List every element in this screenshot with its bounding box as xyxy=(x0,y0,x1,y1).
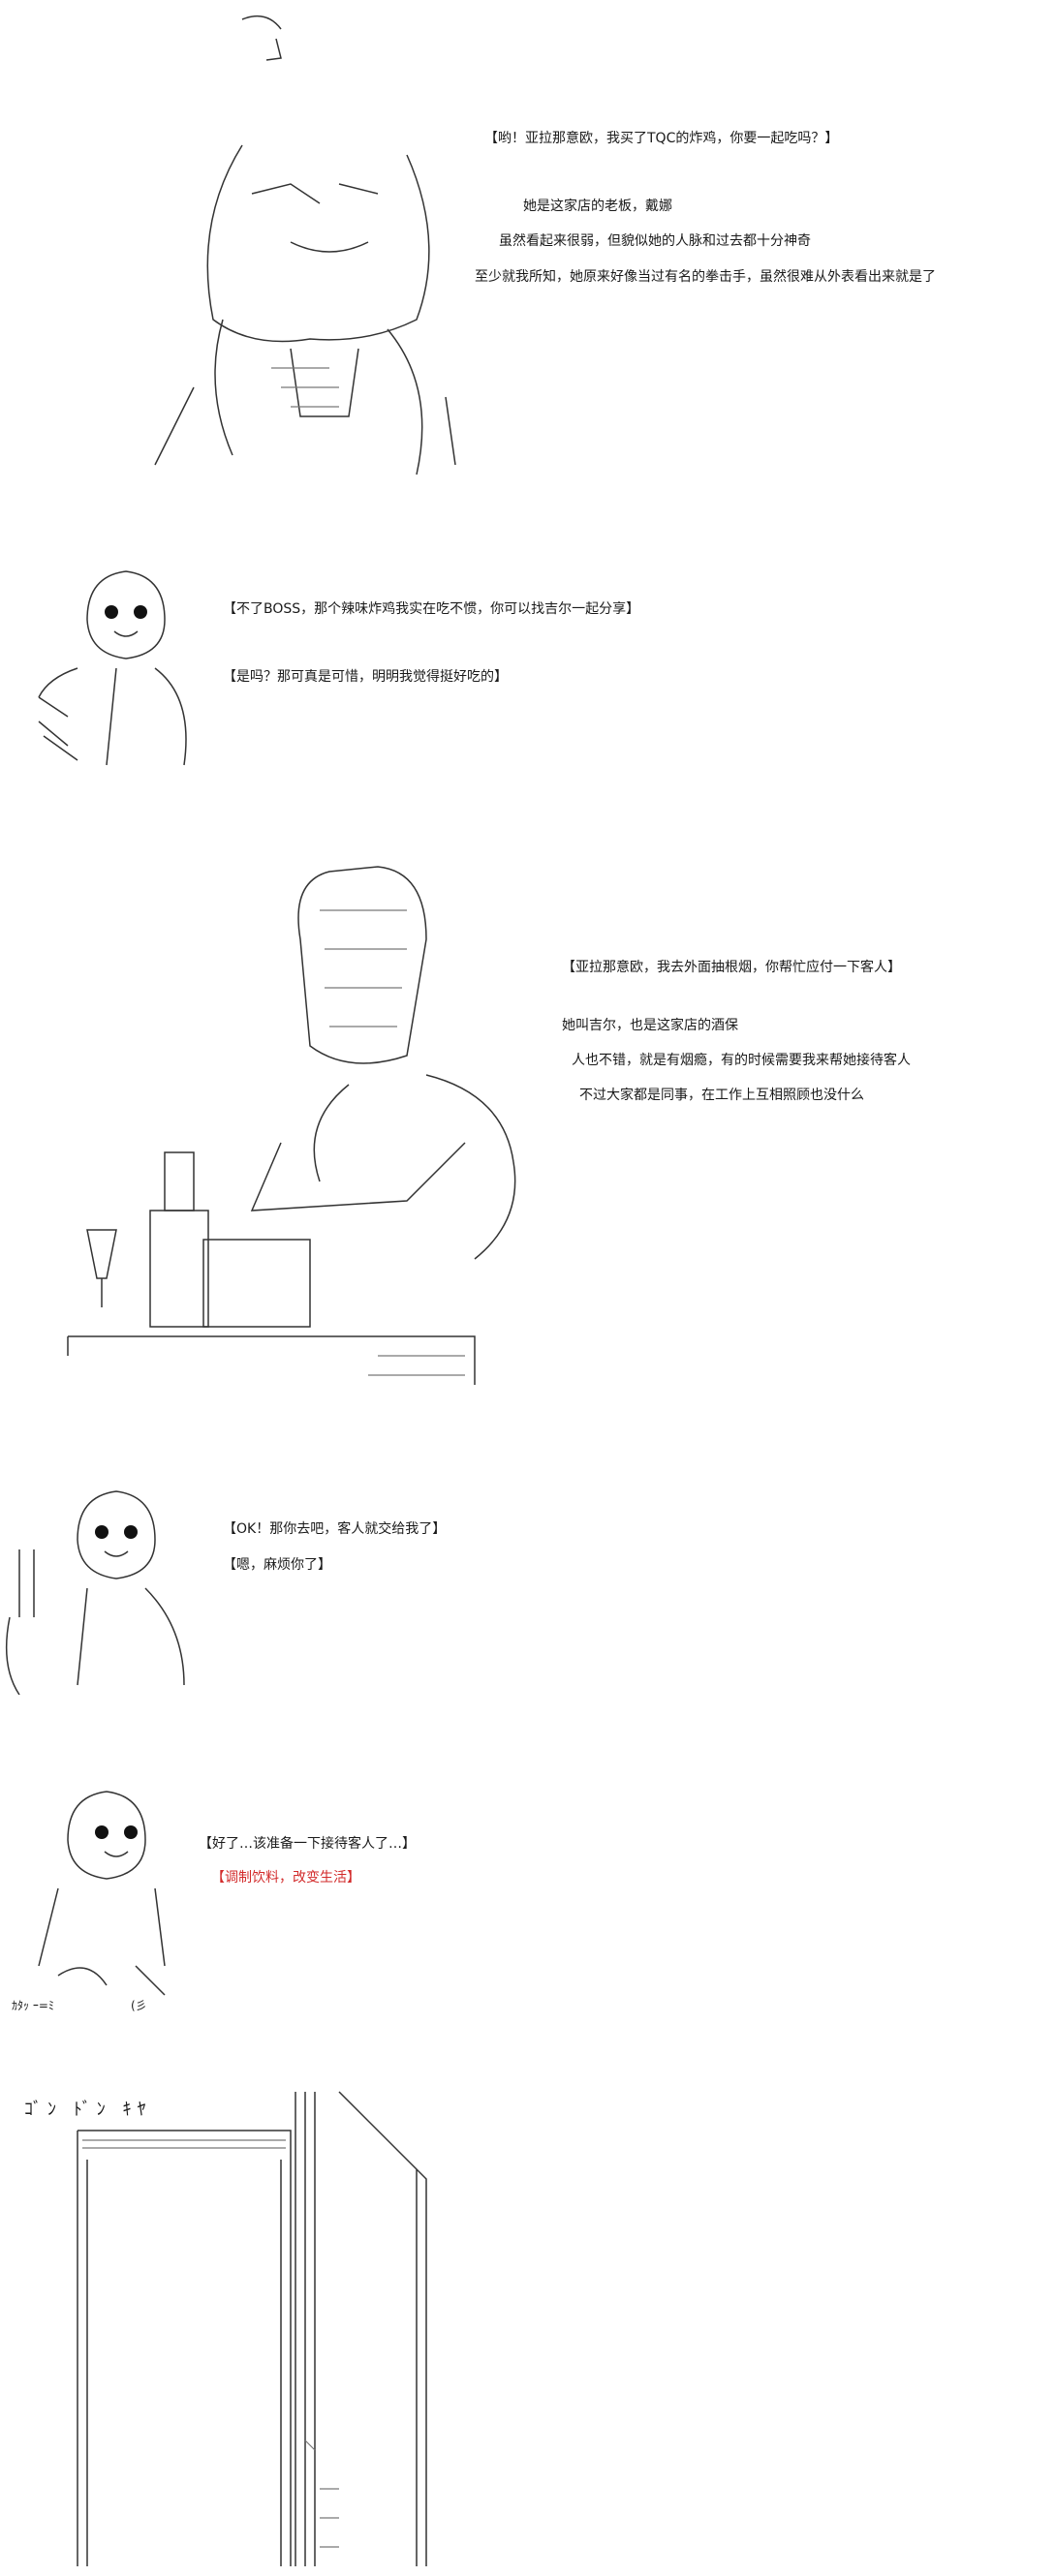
character-jill-art xyxy=(67,866,516,1385)
panel-1: 【哟！亚拉那意欧，我买了TQC的炸鸡，你要一起吃吗？】 她是这家店的老板，戴娜 … xyxy=(0,0,1055,504)
sfx-text: (彡 xyxy=(131,1999,147,2012)
character-yaranaio-art xyxy=(38,570,187,766)
narration-line: 她是这家店的老板，戴娜 xyxy=(523,199,672,214)
narration-line: 人也不错，就是有烟瘾，有的时候需要我来帮她接待客人 xyxy=(572,1053,911,1068)
panel-3: 【亚拉那意欧，我去外面抽根烟，你帮忙应付一下客人】 她叫吉尔，也是这家店的酒保 … xyxy=(0,852,1055,1414)
dialogue-line: 【是吗？那可真是可惜，明明我觉得挺好吃的】 xyxy=(223,669,508,685)
narration-line: 虽然看起来很弱，但貌似她的人脉和过去都十分神奇 xyxy=(499,233,811,249)
narration-line: 她叫吉尔，也是这家店的酒保 xyxy=(562,1018,738,1033)
character-dana-art xyxy=(154,15,456,475)
sfx-text: ｺﾞﾝ ﾄﾞﾝ ｷﾔ xyxy=(24,2100,152,2120)
sfx-text: ｶﾀｯ ｰ=ﾐ xyxy=(12,1999,54,2012)
character-yaranaio-art xyxy=(5,1490,185,1695)
narration-line: 至少就我所知，她原来好像当过有名的拳击手，虽然很难从外表看出来就是了 xyxy=(475,269,936,285)
dialogue-line: 【嗯，麻烦你了】 xyxy=(223,1557,331,1573)
chapter-caption: 【调制饮料，改变生活】 xyxy=(211,1870,360,1886)
dialogue-line: 【亚拉那意欧，我去外面抽根烟，你帮忙应付一下客人】 xyxy=(562,960,901,975)
panel-4: 【OK！那你去吧，客人就交给我了】 【嗯，麻烦你了】 xyxy=(0,1472,1055,1704)
dialogue-line: 【好了…该准备一下接待客人了…】 xyxy=(199,1836,416,1852)
panel-6: ｺﾞﾝ ﾄﾞﾝ ｷﾔ xyxy=(0,2072,1055,2576)
dialogue-line: 【不了BOSS，那个辣味炸鸡我实在吃不惯，你可以找吉尔一起分享】 xyxy=(223,601,640,617)
dialogue-line: 【哟！亚拉那意欧，我买了TQC的炸鸡，你要一起吃吗？】 xyxy=(484,131,839,146)
panel-5: ｶﾀｯ ｰ=ﾐ (彡 【好了…该准备一下接待客人了…】 【调制饮料，改变生活】 xyxy=(0,1763,1055,2034)
doorway-art xyxy=(77,2091,427,2566)
narration-line: 不过大家都是同事，在工作上互相照顾也没什么 xyxy=(579,1088,864,1103)
dialogue-line: 【OK！那你去吧，客人就交给我了】 xyxy=(223,1521,447,1537)
character-yaranaio-art xyxy=(38,1791,166,1996)
panel-2: 【不了BOSS，那个辣味炸鸡我实在吃不惯，你可以找吉尔一起分享】 【是吗？那可真… xyxy=(0,542,1055,794)
